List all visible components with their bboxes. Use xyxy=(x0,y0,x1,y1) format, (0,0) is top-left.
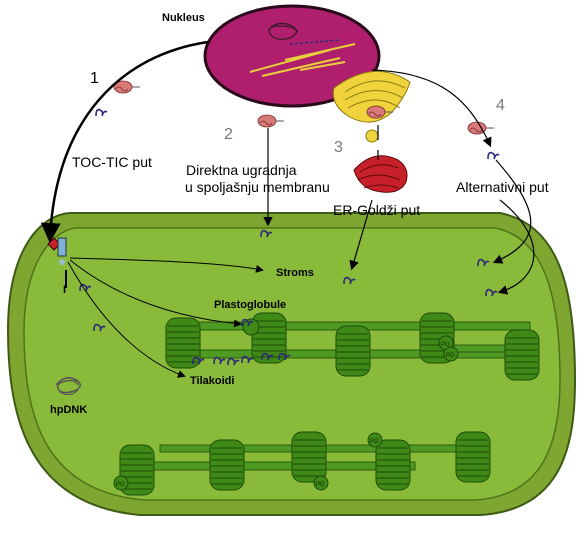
thylakoid-label: Tilakoidi xyxy=(190,375,234,387)
route-number-4: 4 xyxy=(496,97,505,114)
golgi-icon xyxy=(332,70,411,143)
granum xyxy=(504,329,540,381)
nucleus xyxy=(203,4,381,108)
cpdna-label: hpDNK xyxy=(50,404,87,416)
route-number-3: 3 xyxy=(334,139,343,156)
er-golgi-label: ER-Goldži put xyxy=(333,202,420,218)
labels: Nukleus 1 2 3 4 TOC-TIC put Direktna ugr… xyxy=(50,12,549,416)
pg-label: PG xyxy=(116,482,125,488)
plastoglobules: PG PG PG PG PG xyxy=(113,318,459,491)
direct-insertion-label-2: u spoljašnju membranu xyxy=(185,179,330,195)
thylakoid-network-lower xyxy=(119,431,491,496)
toc-tic-label: TOC-TIC put xyxy=(72,154,152,170)
pg-label: PG xyxy=(316,482,325,488)
thylakoid-network-upper xyxy=(165,312,540,381)
chloroplast-inner-membrane xyxy=(23,227,561,501)
er-icon xyxy=(353,155,408,193)
alternative-route-label: Alternativni put xyxy=(456,179,549,195)
granum xyxy=(375,439,411,491)
pathway-arrows xyxy=(40,40,535,378)
direct-insertion-label-1: Direktna ugradnja xyxy=(186,162,297,178)
granum xyxy=(455,431,491,483)
route-number-1: 1 xyxy=(90,70,99,87)
chloroplast xyxy=(6,212,577,516)
granum xyxy=(335,325,371,377)
pg-label: PG xyxy=(370,439,379,445)
dna-icon xyxy=(55,377,81,396)
granum xyxy=(291,431,327,483)
plastoglobule-label: Plastoglobule xyxy=(214,299,286,311)
route-number-2: 2 xyxy=(224,126,233,143)
granum xyxy=(165,317,201,369)
roman-numeral-label: I xyxy=(63,284,66,296)
pg-label: PG xyxy=(446,353,455,359)
pg-label: PG xyxy=(441,342,450,348)
stroma-label: Stroms xyxy=(276,267,314,279)
granum xyxy=(209,439,245,491)
granum xyxy=(251,312,287,364)
nucleus-label: Nukleus xyxy=(162,12,205,24)
